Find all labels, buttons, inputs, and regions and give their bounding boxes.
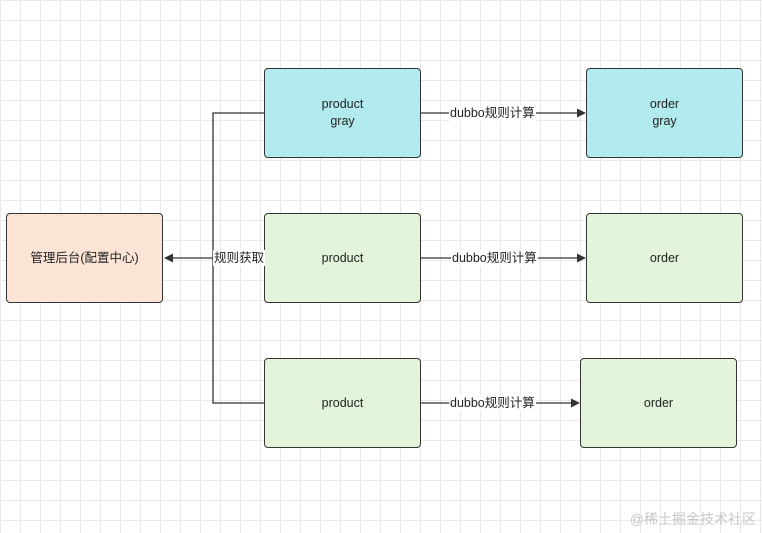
admin-node-label: 管理后台(配置中心): [30, 250, 139, 265]
admin-config-center-node: 管理后台(配置中心): [6, 213, 163, 303]
order-node-1-label: order: [649, 250, 680, 265]
calc-edge-label-2: dubbo规则计算: [449, 395, 536, 411]
order-node-1: order: [586, 213, 743, 303]
product-node-2-label: product: [321, 395, 364, 410]
watermark: @稀土掘金技术社区: [629, 511, 756, 527]
product-node-1-label: product: [321, 250, 364, 265]
product-gray-line1: product: [321, 97, 364, 111]
calc-edge-label-1: dubbo规则计算: [451, 250, 538, 266]
order-gray-node: order gray: [586, 68, 743, 158]
product-node-2: product: [264, 358, 421, 448]
product-node-1: product: [264, 213, 421, 303]
product-gray-line2: gray: [330, 114, 355, 128]
calc-edge-label-gray: dubbo规则计算: [449, 105, 536, 121]
product-gray-node: product gray: [264, 68, 421, 158]
fetch-edge-label: 规则获取: [213, 250, 266, 266]
order-node-2-label: order: [643, 395, 674, 410]
order-gray-line2: gray: [652, 114, 677, 128]
order-gray-line1: order: [649, 97, 680, 111]
order-node-2: order: [580, 358, 737, 448]
